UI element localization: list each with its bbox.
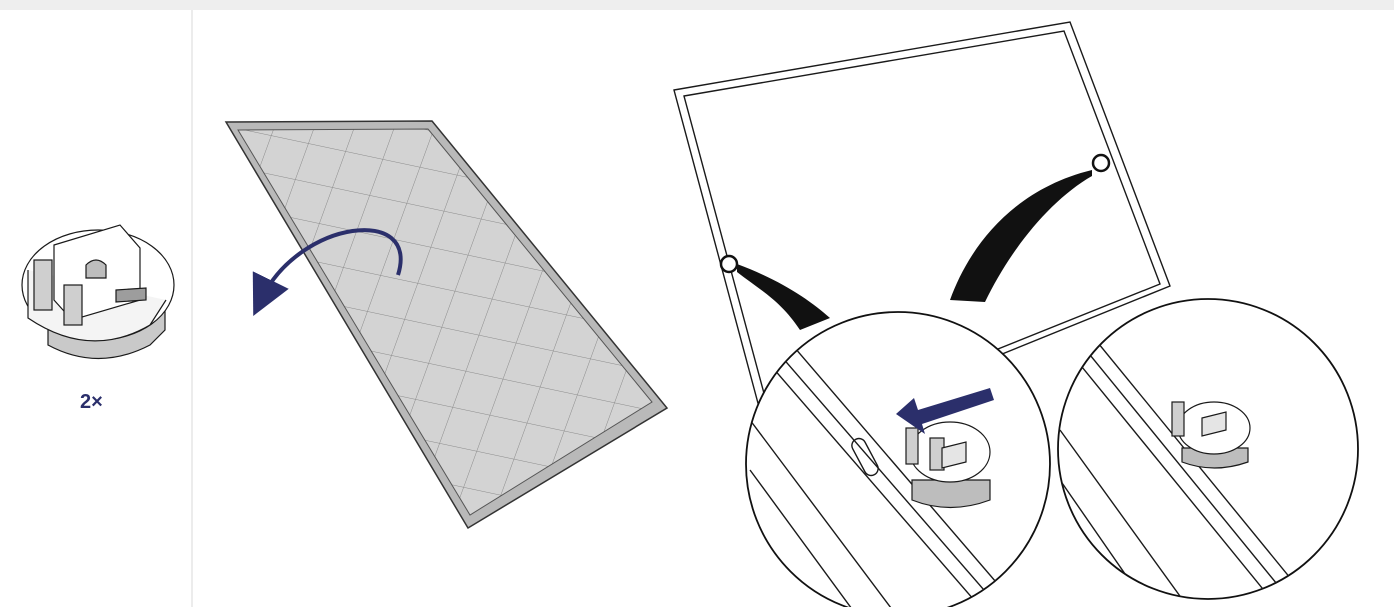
clip-marker-left [721, 256, 737, 272]
zoom-installed-insert [1058, 299, 1358, 607]
zoom-detail-insert [740, 305, 1050, 607]
zoom-wedge-left [737, 264, 830, 330]
clip-marker-right [1093, 155, 1109, 171]
mounting-clip-icon [22, 225, 174, 359]
mounting-clip-installed [1172, 402, 1250, 468]
solar-panel [226, 121, 667, 528]
mounting-clip-detail [906, 422, 990, 508]
zoom-wedge-right [950, 170, 1092, 302]
